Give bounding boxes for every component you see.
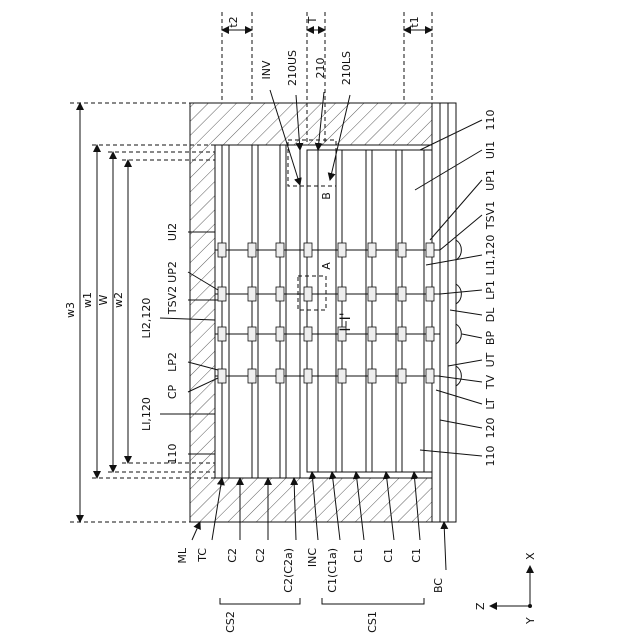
label-r-110: 110 (484, 110, 497, 131)
label-c1-c: C1 (410, 548, 423, 563)
axes-indicator: X Z Y (474, 552, 537, 625)
label-w1: w1 (81, 292, 94, 308)
label-ut: UT (484, 352, 497, 367)
label-ml: ML (176, 547, 189, 563)
label-cs2: CS2 (224, 611, 237, 633)
label-r-110b: 110 (484, 446, 497, 467)
label-dl: DL (484, 307, 497, 322)
label-t1: t1 (408, 16, 421, 27)
figure-title: I–I' (338, 312, 354, 331)
label-up1: UP1 (484, 169, 497, 191)
figure-label: I–I' (338, 312, 354, 331)
label-bc: BC (432, 578, 445, 593)
label-cs1: CS1 (366, 611, 379, 633)
label-ui1: UI1 (484, 141, 497, 159)
label-c1-a: C1 (352, 548, 365, 563)
group-brackets: CS2 CS1 (220, 598, 424, 633)
label-t2: t2 (227, 16, 240, 27)
label-w3: w3 (64, 302, 77, 318)
label-li2-120: LI2,120 (140, 298, 153, 339)
label-w2: w2 (112, 292, 125, 308)
label-tc: TC (196, 548, 209, 563)
label-210: 210 (314, 58, 327, 79)
axis-x-label: X (524, 552, 537, 560)
dimension-t1: t1 (404, 12, 432, 100)
label-b: B (320, 192, 333, 200)
label-c2-c2a: C2(C2a) (282, 548, 295, 593)
label-up2: UP2 (166, 261, 179, 283)
label-c1-b: C1 (382, 548, 395, 563)
label-c1-c1a: C1(C1a) (326, 548, 339, 593)
label-lp2: LP2 (166, 352, 179, 372)
label-lt: LT (484, 398, 497, 410)
label-tsv2: TSV2 (166, 286, 179, 315)
label-li-120: LI,120 (140, 397, 153, 431)
label-W: W (97, 294, 110, 305)
axis-z-label: Z (474, 602, 487, 610)
label-tv: TV (484, 374, 497, 390)
stack-structure (190, 103, 461, 522)
label-inc: INC (306, 548, 319, 567)
label-a: A (320, 262, 333, 270)
dimension-t2: t2 (222, 12, 252, 100)
label-210ls: 210LS (340, 51, 353, 85)
label-cp: CP (166, 384, 179, 399)
label-210us: 210US (286, 50, 299, 86)
label-li1-120: LI1,120 (484, 235, 497, 276)
label-T: T (306, 16, 319, 24)
axis-y-label: Y (524, 617, 537, 625)
label-lp1: LP1 (484, 280, 497, 300)
label-tsv1: TSV1 (484, 201, 497, 230)
label-110: 110 (166, 444, 179, 465)
label-inv: INV (260, 60, 273, 79)
label-ui2: UI2 (166, 223, 179, 241)
label-c2-b: C2 (254, 548, 267, 563)
label-bp: BP (484, 331, 497, 346)
label-c2-a: C2 (226, 548, 239, 563)
label-r-120: 120 (484, 418, 497, 439)
